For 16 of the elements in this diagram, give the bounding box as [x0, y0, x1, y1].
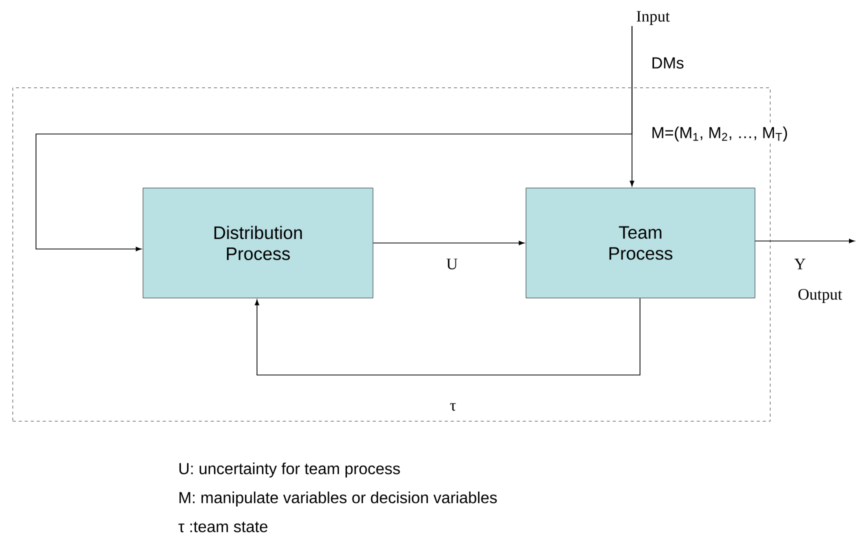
process-box: Distribution Process [142, 188, 374, 298]
edge-label: DMs [650, 56, 686, 70]
legend-note: U: uncertainty for team process [179, 462, 400, 478]
edge-label: τ [448, 402, 458, 412]
edge-label: M=(M$_{1}$, M$_{2}$, …, M$_{T}$) [650, 126, 789, 142]
edge-label: U [445, 258, 459, 270]
legend-note: M: manipulate variables or decision variables [180, 492, 497, 506]
input-text: Input [636, 11, 670, 25]
edge-label: Y [793, 258, 807, 270]
arrow [754, 238, 855, 244]
legend-note: τ :team state [178, 522, 268, 532]
output-text: Output [798, 289, 842, 303]
arrow [36, 26, 632, 252]
arrow [372, 240, 524, 246]
arrow [254, 298, 640, 376]
process-box: Team Process [526, 188, 756, 298]
